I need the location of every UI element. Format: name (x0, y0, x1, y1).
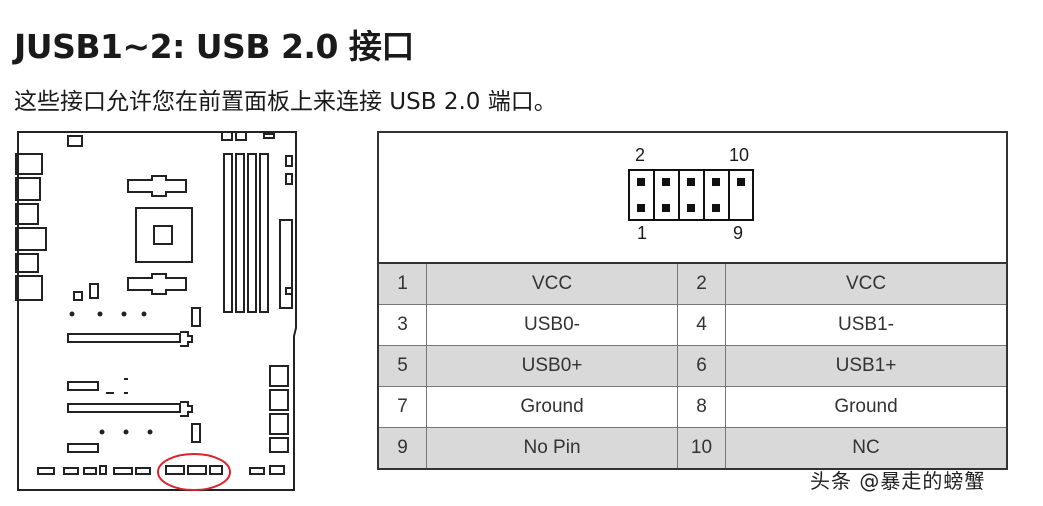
dimm-slot-4 (259, 153, 269, 313)
small-comp-2 (221, 131, 233, 141)
pin-number: 10 (677, 427, 726, 470)
cpu-bracket-top (127, 175, 187, 197)
pin-label-bottom-right: 9 (733, 223, 744, 243)
rear-io-5 (15, 253, 39, 273)
board-outline (17, 131, 297, 491)
rear-io-6 (15, 275, 43, 301)
pin-signal: NC (725, 427, 1008, 470)
page-description: 这些接口允许您在前置面板上来连接 USB 2.0 端口。 (14, 89, 557, 115)
pin-number: 1 (377, 262, 427, 305)
pin-signal: No Pin (426, 427, 678, 470)
pin-signal: USB1- (725, 304, 1008, 346)
connector-pins-diagram (628, 169, 754, 221)
bottom-header-8 (249, 467, 265, 475)
pcie-latch-1 (180, 331, 193, 347)
pin-label-bottom-left: 1 (637, 223, 648, 243)
small-comp-7 (285, 287, 293, 295)
bottom-header-6 (135, 467, 151, 475)
pin-label-top-right: 10 (729, 145, 750, 165)
sata-4 (269, 437, 289, 453)
rear-io-1 (15, 153, 43, 175)
pcie-slot-2 (67, 403, 181, 413)
page-title: JUSB1~2: USB 2.0 接口 (14, 27, 414, 66)
rear-io-2 (15, 177, 41, 201)
bottom-header-7 (209, 465, 223, 475)
table-row: 5 USB0+ 6 USB1+ (377, 345, 1008, 387)
small-comp-6 (285, 173, 293, 185)
pin-signal: USB1+ (725, 345, 1008, 387)
small-comp-13 (191, 423, 201, 443)
small-comp-12 (67, 443, 99, 453)
jusb-header-1 (165, 465, 185, 475)
table-row: 7 Ground 8 Ground (377, 386, 1008, 428)
bottom-header-5 (113, 467, 133, 475)
pin-number: 3 (377, 304, 427, 346)
pin-signal: USB0+ (426, 345, 678, 387)
motherboard-diagram (15, 131, 297, 491)
sata-3 (269, 413, 289, 435)
rear-io-3 (15, 203, 39, 225)
dimm-slot-2 (235, 153, 245, 313)
small-comp-11 (67, 381, 99, 391)
jusb-highlight-circle (157, 453, 231, 491)
bottom-header-4 (99, 465, 107, 475)
pinout-table: 1 VCC 2 VCC 3 USB0- 4 USB1- 5 USB0+ 6 US… (377, 262, 1008, 470)
pin-signal: VCC (725, 262, 1008, 305)
pcie-slot-1 (67, 333, 181, 343)
connector-panel: 2 10 1 9 (377, 131, 1008, 262)
small-comp-8 (73, 291, 83, 301)
dimm-slot-1 (223, 153, 233, 313)
pin-number: 2 (677, 262, 726, 305)
bottom-header-9 (269, 465, 285, 475)
pin-label-top-left: 2 (635, 145, 646, 165)
pin-signal: VCC (426, 262, 678, 305)
pin-number: 9 (377, 427, 427, 470)
pin-signal: Ground (725, 386, 1008, 428)
rear-io-4 (15, 227, 47, 251)
table-row: 1 VCC 2 VCC (377, 262, 1008, 305)
cpu-socket-inner (153, 225, 173, 245)
small-comp-5 (285, 155, 293, 167)
cpu-socket (135, 207, 193, 263)
small-comp-9 (89, 283, 99, 299)
small-comp-4 (263, 133, 275, 139)
pin-number: 5 (377, 345, 427, 387)
pin-signal: USB0- (426, 304, 678, 346)
pin-number: 6 (677, 345, 726, 387)
watermark: 头条 @暴走的螃蟹 (810, 469, 986, 493)
bottom-header-2 (63, 467, 79, 475)
small-comp-10 (191, 307, 201, 327)
bottom-header-1 (37, 467, 55, 475)
cpu-bracket-bottom (127, 273, 187, 295)
pin-number: 4 (677, 304, 726, 346)
jusb-header-2 (187, 465, 207, 475)
sata-2 (269, 389, 289, 411)
pin-number: 8 (677, 386, 726, 428)
table-row: 9 No Pin 10 NC (377, 427, 1008, 470)
pin-number: 7 (377, 386, 427, 428)
pin-signal: Ground (426, 386, 678, 428)
atx-power (279, 219, 293, 309)
dimm-slot-3 (247, 153, 257, 313)
table-row: 3 USB0- 4 USB1- (377, 304, 1008, 346)
small-comp-1 (67, 135, 83, 147)
pcie-latch-2 (180, 401, 193, 417)
small-comp-3 (235, 131, 247, 141)
sata-1 (269, 365, 289, 387)
bottom-header-3 (83, 467, 97, 475)
